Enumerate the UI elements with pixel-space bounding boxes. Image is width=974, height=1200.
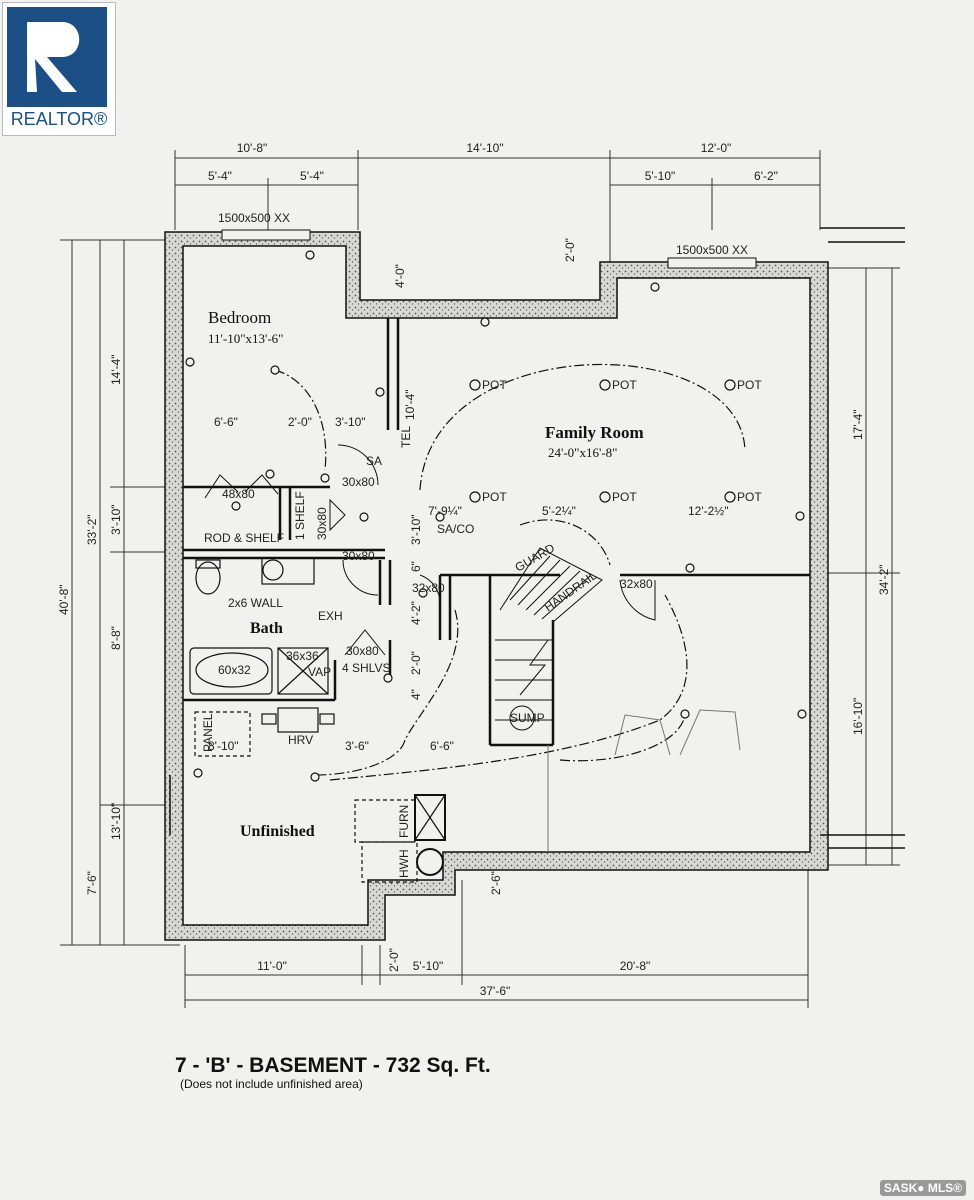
panel-label: PANEL [201, 713, 215, 752]
dim-bottom-3: 5'-10" [413, 959, 444, 973]
dim-12-2: 12'-2½" [688, 504, 729, 518]
room-size-family: 24'-0"x16'-8" [548, 445, 617, 460]
vap-label: VAP [308, 665, 331, 679]
door-30x80-c: 30x80 [346, 644, 379, 658]
room-name-bath: Bath [250, 620, 283, 637]
pot-label-1: POT [482, 378, 507, 392]
furn-label: FURN [397, 805, 411, 838]
door-32x80-a: 32x80 [412, 581, 445, 595]
room-size-bedroom: 11'-10"x13'-6" [208, 331, 283, 346]
pot-label-4: POT [482, 490, 507, 504]
hrv-label: HRV [288, 733, 313, 747]
dimension-lines [60, 150, 900, 1008]
dim-top-sub-4: 6'-2" [754, 169, 778, 183]
dim-top-overall-left: 10'-8" [237, 141, 268, 155]
dim-2-0-top: 2'-0" [563, 238, 577, 262]
plan-subtitle: (Does not include unfinished area) [180, 1077, 363, 1091]
dim-left-5: 33'-2" [85, 514, 99, 545]
wall-2x6-label: 2x6 WALL [228, 596, 283, 610]
dim-6in: 6" [409, 561, 423, 572]
dim-bottom-overall: 37'-6" [480, 984, 511, 998]
rod-shelf-label: ROD & SHELF [204, 531, 284, 545]
plan-title: 7 - 'B' - BASEMENT - 732 Sq. Ft. [175, 1054, 491, 1077]
dim-3-6: 3'-6" [345, 739, 369, 753]
dim-5-2: 5'-2¼" [542, 504, 576, 518]
window-label-left: 1500x500 XX [218, 211, 290, 225]
room-name-family: Family Room [545, 423, 644, 442]
sa-label: SA [366, 454, 382, 468]
realtor-logo-text: REALTOR® [10, 109, 108, 129]
dim-right-2: 34'-2" [877, 564, 891, 595]
hwh-label: HWH [397, 849, 411, 878]
dim-4in: 4" [409, 689, 423, 700]
dim-6-6: 6'-6" [214, 415, 238, 429]
light-fixtures [185, 250, 807, 782]
shelf-label: 1 SHELF [293, 491, 307, 540]
dim-bottom-4: 20'-8" [620, 959, 651, 973]
closet-48x80: 48x80 [222, 487, 255, 501]
dim-top-sub-2: 5'-4" [300, 169, 324, 183]
dim-right-3: 16'-10" [851, 698, 865, 735]
exterior-stubs [169, 227, 905, 849]
dim-2-0: 2'-0" [288, 415, 312, 429]
dim-7-9: 7'-9¼" [428, 504, 462, 518]
dim-bottom-1: 11'-0" [257, 959, 287, 973]
pot-label-2: POT [612, 378, 637, 392]
dim-left-3: 8'-8" [109, 626, 123, 650]
door-30x80-a: 30x80 [342, 475, 375, 489]
pot-label-5: POT [612, 490, 637, 504]
dim-left-2: 3'-10" [109, 504, 123, 535]
tub-label: 60x32 [218, 663, 251, 677]
room-name-bedroom: Bedroom [208, 308, 271, 327]
realtor-logo-mark [7, 7, 107, 107]
dim-10-4: 10'-4" [403, 389, 417, 420]
door-32x80-b: 32x80 [620, 577, 653, 591]
pot-label-3: POT [737, 378, 762, 392]
dim-3-10: 3'-10" [335, 415, 366, 429]
pot-label-6: POT [737, 490, 762, 504]
dim-top-overall-mid: 14'-10" [466, 141, 503, 155]
door-30x80-d: 30x80 [315, 507, 329, 540]
dim-8-10: 8'-10" [208, 739, 239, 753]
dim-left-1: 14'-4" [109, 354, 123, 385]
realtor-logo: REALTOR® [2, 2, 116, 136]
fixtures [189, 557, 446, 883]
electrical-runs [274, 363, 746, 781]
dim-right-1: 17'-4" [851, 409, 865, 440]
dim-bottom-2: 2'-0" [387, 948, 401, 972]
dim-top-overall-right: 12'-0" [701, 141, 732, 155]
dim-top-sub-1: 5'-4" [208, 169, 232, 183]
exterior-walls [164, 231, 829, 941]
saco-label: SA/CO [437, 522, 474, 536]
sump-label: SUMP [510, 711, 545, 725]
dim-6-6b: 6'-6" [430, 739, 454, 753]
interior-walls [183, 318, 810, 747]
door-30x80-b: 30x80 [342, 549, 375, 563]
dim-top-sub-3: 5'-10" [645, 169, 676, 183]
shelves-label: 4 SHLVS [342, 661, 390, 675]
pencil-sketch [547, 709, 741, 852]
dim-4-2: 4'-2" [409, 601, 423, 625]
tel-label: TEL [399, 426, 413, 448]
window-label-right: 1500x500 XX [676, 243, 748, 257]
dim-2-6: 2'-6" [489, 871, 503, 895]
dim-left-6: 40'-8" [57, 584, 71, 615]
stairs [495, 547, 603, 731]
dim-4-0: 4'-0" [393, 264, 407, 288]
mls-watermark: SASK● MLS® [879, 1180, 966, 1196]
door-swings [204, 444, 656, 656]
room-name-unfinished: Unfinished [240, 823, 315, 840]
dim-left-7: 7'-6" [85, 871, 99, 895]
windows [221, 229, 757, 269]
dim-2-0b: 2'-0" [409, 651, 423, 675]
dim-3-10b: 3'-10" [409, 514, 423, 545]
exh-label: EXH [318, 609, 343, 623]
dim-left-4: 13'-10" [109, 803, 123, 840]
shower-label: 36x36 [286, 649, 319, 663]
